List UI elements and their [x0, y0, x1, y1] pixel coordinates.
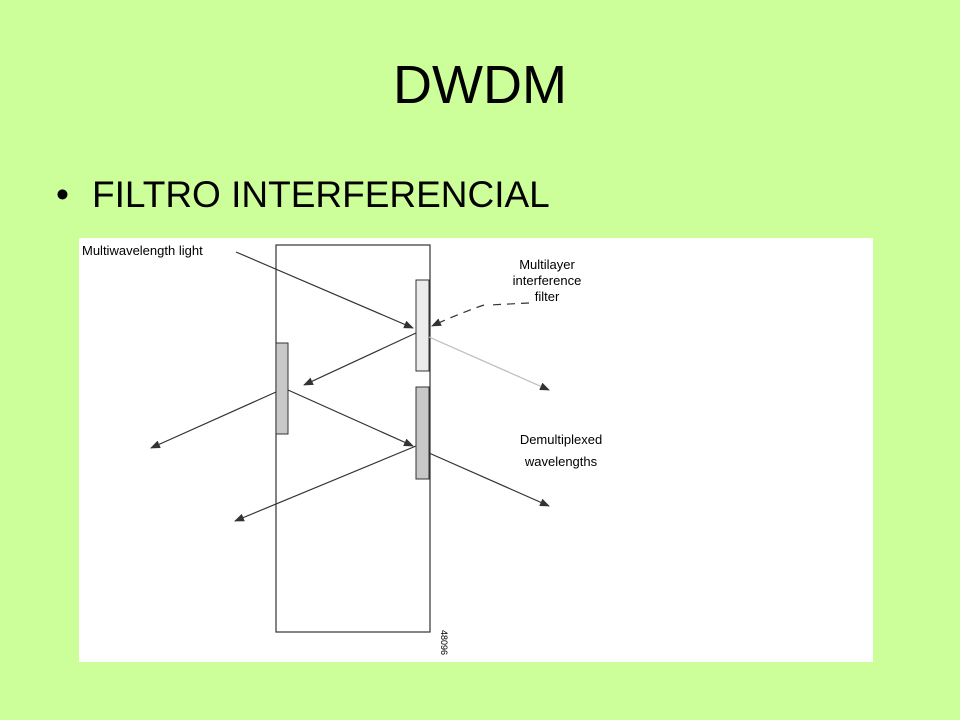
output-beam-arrow-right [428, 452, 550, 507]
label-demux-line1: Demultiplexed [520, 432, 602, 447]
label-filter-line1: Multilayer [519, 257, 575, 272]
label-input-light: Multiwavelength light [82, 243, 203, 258]
transmitted-beam-arrow-1 [428, 336, 550, 391]
output-beam-arrow-left [150, 391, 277, 449]
filter-pointer-dashed [488, 302, 530, 306]
interference-filter-diagram: Multiwavelength light Multilayer interfe… [82, 243, 602, 655]
filter-left [275, 342, 289, 435]
filter-bottom-right [415, 386, 430, 480]
bullet-text: FILTRO INTERFERENCIAL [92, 174, 550, 215]
diagram-panel: Multiwavelength light Multilayer interfe… [79, 238, 873, 662]
filter-pointer-arrow [431, 304, 485, 327]
label-filter-line3: filter [535, 289, 560, 304]
label-filter-line2: interference [513, 273, 582, 288]
label-demux-line2: wavelengths [524, 454, 598, 469]
input-beam-arrow [235, 251, 414, 329]
label-figure-id: 48096 [439, 630, 449, 655]
filter-top-right [415, 279, 430, 372]
glass-substrate [275, 244, 431, 633]
slide-title: DWDM [393, 55, 567, 115]
bullet-item: • FILTRO INTERFERENCIAL [56, 176, 550, 213]
output-beam-arrow-lower-left [234, 445, 417, 522]
bullet-symbol: • [56, 174, 69, 215]
reflected-beam-arrow-2 [287, 389, 414, 447]
reflected-beam-arrow-1 [303, 332, 417, 386]
